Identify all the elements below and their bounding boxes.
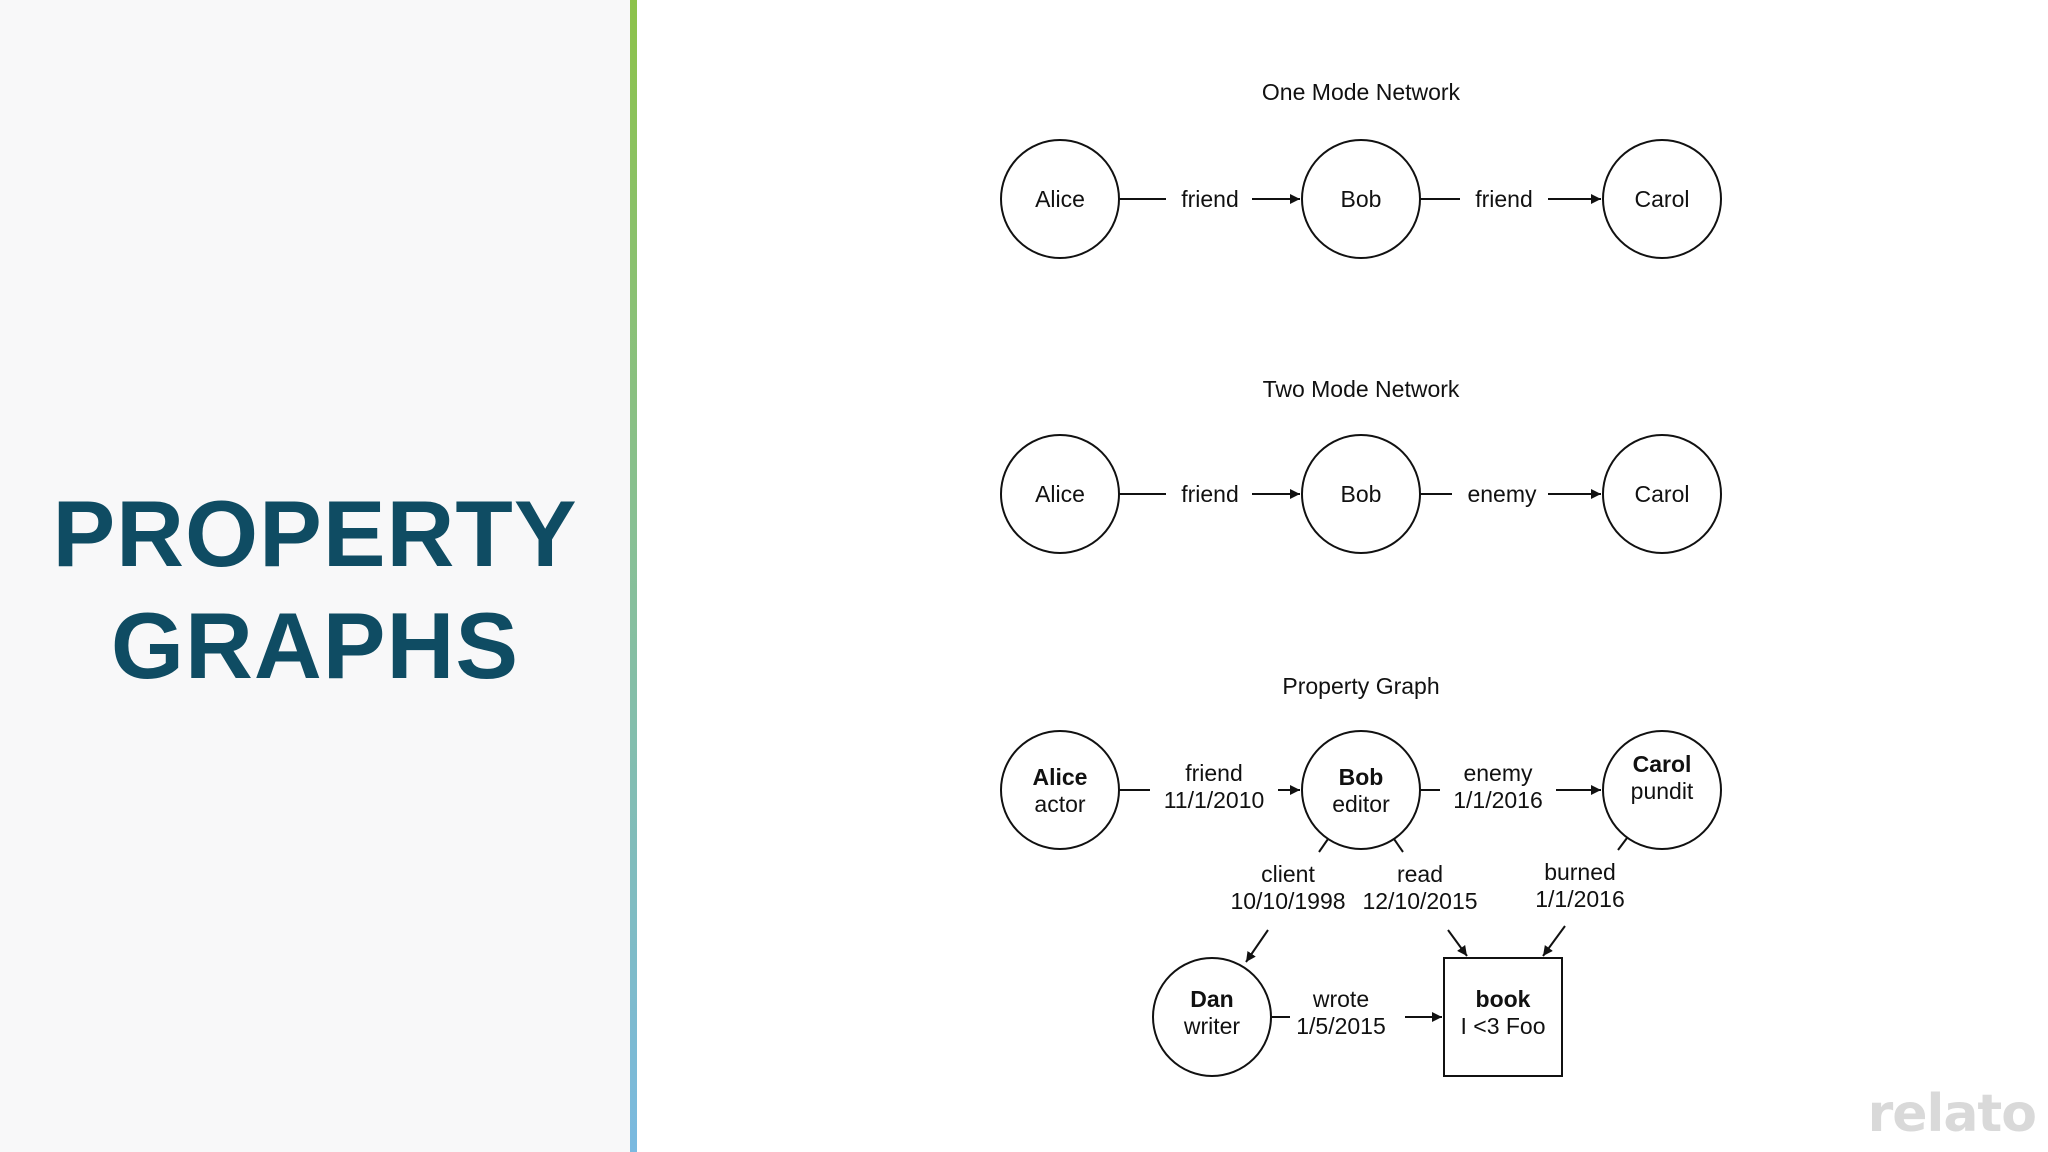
one-mode-edge-label-alice-bob: friend bbox=[1181, 186, 1239, 212]
property-edge-dan-book-date: 1/5/2015 bbox=[1296, 1013, 1386, 1039]
relato-watermark: relato bbox=[1867, 1084, 2037, 1144]
property-node-book-name: book bbox=[1476, 986, 1531, 1012]
property-edge-bob-dan-label: client bbox=[1261, 861, 1315, 887]
property-edge-bob-dan-head bbox=[1245, 929, 1269, 963]
one-mode-label-carol: Carol bbox=[1635, 186, 1690, 212]
two-mode-label-alice: Alice bbox=[1035, 481, 1085, 507]
slide-title: PROPERTY GRAPHS bbox=[0, 478, 630, 702]
property-node-book bbox=[1443, 957, 1563, 1077]
property-edge-bob-dan-tail bbox=[1318, 838, 1329, 853]
property-edge-carol-book-tail bbox=[1617, 837, 1628, 851]
two-mode-label-carol: Carol bbox=[1635, 481, 1690, 507]
property-edge-bob-dan-date: 10/10/1998 bbox=[1230, 888, 1345, 914]
one-mode-node-carol bbox=[1602, 139, 1722, 259]
one-mode-title: One Mode Network bbox=[1262, 79, 1461, 105]
property-node-alice bbox=[1000, 730, 1120, 850]
two-mode-node-carol bbox=[1602, 434, 1722, 554]
property-edge-bob-book-date: 12/10/2015 bbox=[1362, 888, 1477, 914]
property-node-alice-role: actor bbox=[1034, 791, 1085, 817]
property-edge-alice-bob-date: 11/1/2010 bbox=[1164, 787, 1265, 813]
title-line-1: PROPERTY bbox=[52, 481, 578, 586]
property-node-dan-name: Dan bbox=[1190, 986, 1233, 1012]
property-node-bob-role: editor bbox=[1332, 791, 1390, 817]
property-edge-carol-book-date: 1/1/2016 bbox=[1535, 886, 1625, 912]
property-node-carol-name: Carol bbox=[1633, 751, 1692, 777]
one-mode-edge-label-bob-carol: friend bbox=[1475, 186, 1533, 212]
property-edge-alice-bob-label: friend bbox=[1185, 760, 1243, 786]
two-mode-edge-label-bob-carol: enemy bbox=[1467, 481, 1537, 507]
property-edge-carol-book-head bbox=[1542, 925, 1566, 957]
property-node-alice-name: Alice bbox=[1033, 764, 1088, 790]
property-node-book-role: I <3 Foo bbox=[1460, 1013, 1545, 1039]
property-node-bob-name: Bob bbox=[1339, 764, 1384, 790]
one-mode-label-bob: Bob bbox=[1341, 186, 1382, 212]
property-node-carol-role: pundit bbox=[1631, 778, 1694, 804]
property-edge-bob-book-tail bbox=[1393, 838, 1404, 853]
property-node-bob bbox=[1301, 730, 1421, 850]
property-node-carol bbox=[1602, 730, 1722, 850]
property-edge-bob-carol-date: 1/1/2016 bbox=[1453, 787, 1543, 813]
property-edge-bob-carol-label: enemy bbox=[1463, 760, 1533, 786]
two-mode-title: Two Mode Network bbox=[1263, 376, 1460, 402]
property-edge-dan-book-label: wrote bbox=[1312, 986, 1369, 1012]
property-node-dan-role: writer bbox=[1183, 1013, 1241, 1039]
one-mode-label-alice: Alice bbox=[1035, 186, 1085, 212]
accent-divider bbox=[630, 0, 637, 1152]
two-mode-edge-label-alice-bob: friend bbox=[1181, 481, 1239, 507]
left-panel bbox=[0, 0, 630, 1152]
property-edge-carol-book-label: burned bbox=[1544, 859, 1616, 885]
property-edge-bob-book-label: read bbox=[1397, 861, 1443, 887]
two-mode-label-bob: Bob bbox=[1341, 481, 1382, 507]
property-edge-bob-book-head bbox=[1447, 929, 1468, 957]
property-title: Property Graph bbox=[1282, 673, 1439, 699]
title-line-2: GRAPHS bbox=[110, 593, 520, 698]
